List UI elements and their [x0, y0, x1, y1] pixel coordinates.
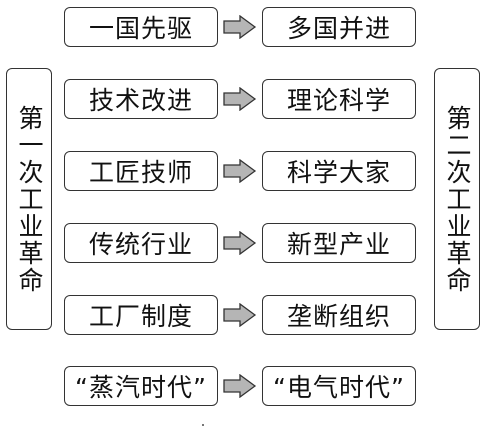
- row-5-from-text: 工厂制度: [88, 302, 193, 331]
- row-3-to-box: 科学大家: [262, 151, 416, 191]
- row-2-from-text: 技术改进: [88, 86, 193, 115]
- row-1-from-text: 一国先驱: [88, 14, 193, 43]
- row-4-from-box: 传统行业: [64, 223, 218, 263]
- row-6-to-box: “电气时代”: [262, 366, 416, 406]
- row-3-arrow-icon: [223, 159, 257, 183]
- row-6-to-text: “电气时代”: [273, 373, 405, 402]
- row-6-from-text: “蒸汽时代”: [75, 373, 207, 402]
- row-1-from-box: 一国先驱: [64, 7, 218, 47]
- second-industrial-revolution-label: 第二次工业革命: [443, 104, 472, 294]
- row-2-to-box: 理论科学: [262, 79, 416, 119]
- row-1-to-text: 多国并进: [286, 14, 391, 43]
- row-1-arrow-icon: [223, 15, 257, 39]
- row-5-arrow-icon: [223, 303, 257, 327]
- row-4-from-text: 传统行业: [88, 230, 193, 259]
- row-3-from-text: 工匠技师: [88, 158, 193, 187]
- row-2-to-text: 理论科学: [286, 86, 391, 115]
- row-4-arrow-icon: [223, 231, 257, 255]
- row-5-from-box: 工厂制度: [64, 295, 218, 335]
- row-5-to-box: 垄断组织: [262, 295, 416, 335]
- row-3-to-text: 科学大家: [286, 158, 391, 187]
- row-1-to-box: 多国并进: [262, 7, 416, 47]
- stray-mark: [202, 424, 204, 426]
- first-industrial-revolution-box: 第一次工业革命: [6, 68, 52, 330]
- row-2-from-box: 技术改进: [64, 79, 218, 119]
- first-industrial-revolution-label: 第一次工业革命: [15, 104, 44, 294]
- row-2-arrow-icon: [223, 87, 257, 111]
- second-industrial-revolution-box: 第二次工业革命: [434, 68, 480, 330]
- row-4-to-box: 新型产业: [262, 223, 416, 263]
- row-3-from-box: 工匠技师: [64, 151, 218, 191]
- row-5-to-text: 垄断组织: [286, 302, 391, 331]
- row-4-to-text: 新型产业: [286, 230, 391, 259]
- row-6-arrow-icon: [223, 374, 257, 398]
- row-6-from-box: “蒸汽时代”: [64, 366, 218, 406]
